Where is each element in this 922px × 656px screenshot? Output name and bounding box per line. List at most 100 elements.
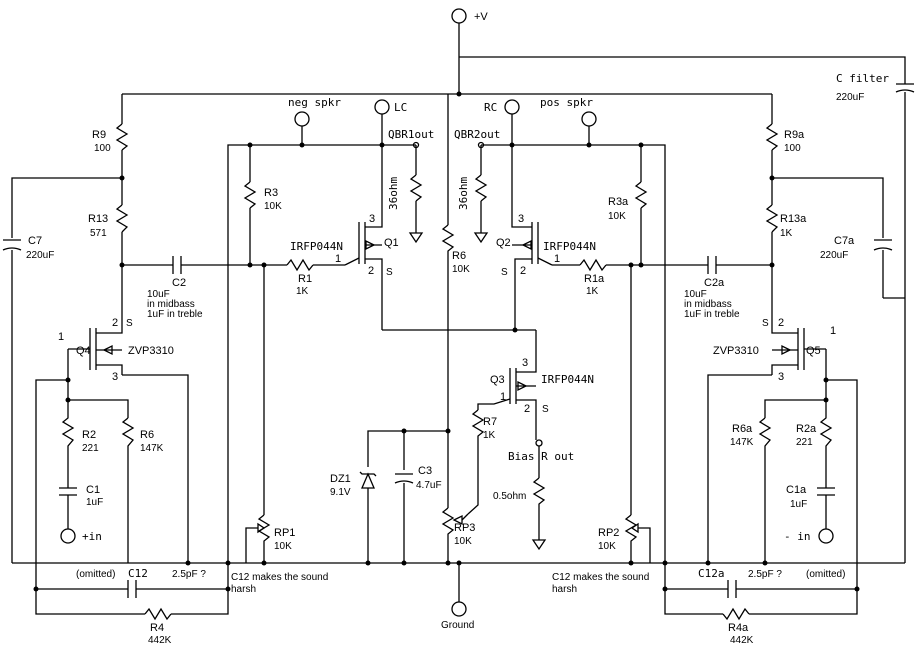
svg-text:- in: - in <box>784 530 811 543</box>
svg-text:R4a: R4a <box>728 622 749 634</box>
svg-text:QBR2out: QBR2out <box>454 128 500 141</box>
svg-text:C12 makes the sound: C12 makes the sound <box>231 572 328 583</box>
vplus-terminal: +V <box>451 8 488 94</box>
c12-capacitor: C12 2.5pF ? (omitted) C12 makes the soun… <box>76 563 328 598</box>
svg-text:100: 100 <box>94 143 111 154</box>
svg-text:1K: 1K <box>483 430 496 441</box>
svg-text:R1: R1 <box>298 273 312 285</box>
svg-text:ZVP3310: ZVP3310 <box>128 345 174 357</box>
c12a-capacitor: C12a 2.5pF ? (omitted) C12 makes the sou… <box>552 563 845 598</box>
svg-text:C12a: C12a <box>698 567 725 580</box>
svg-text:2.5pF ?: 2.5pF ? <box>172 569 206 580</box>
svg-text:R13a: R13a <box>780 213 807 225</box>
svg-text:C7: C7 <box>28 235 42 247</box>
svg-text:1: 1 <box>58 331 64 343</box>
svg-text:R13: R13 <box>88 213 108 225</box>
ground-terminal: Ground <box>441 563 474 631</box>
svg-text:C12: C12 <box>128 567 148 580</box>
svg-text:220uF: 220uF <box>820 250 848 261</box>
q3-transistor: 3 2 S 1 Q3 IRFP044N <box>477 357 594 420</box>
svg-text:571: 571 <box>90 228 107 239</box>
dz1-zener: DZ1 9.1V <box>330 471 377 563</box>
svg-text:neg spkr: neg spkr <box>288 96 341 109</box>
svg-text:S: S <box>126 318 133 329</box>
r13-resistor: R13 571 <box>88 204 129 323</box>
c2-capacitor: C2 10uF in midbass 1uF in treble <box>147 256 287 320</box>
svg-text:220uF: 220uF <box>836 92 864 103</box>
svg-text:Q5: Q5 <box>806 345 821 357</box>
svg-text:442K: 442K <box>148 635 172 646</box>
svg-text:1: 1 <box>335 253 341 265</box>
svg-text:3: 3 <box>522 357 528 369</box>
svg-text:10uF: 10uF <box>147 289 170 300</box>
svg-text:R9a: R9a <box>784 129 805 141</box>
c7-capacitor: C7 220uF <box>2 235 54 563</box>
svg-text:C1a: C1a <box>786 484 807 496</box>
svg-text:+in: +in <box>82 530 102 543</box>
svg-text:C filter: C filter <box>836 72 889 85</box>
c2a-capacitor: C2a 10uF in midbass 1uF in treble <box>684 256 772 320</box>
svg-text:3: 3 <box>518 213 524 225</box>
svg-text:S: S <box>501 267 508 278</box>
svg-text:2: 2 <box>778 317 784 329</box>
svg-text:C7a: C7a <box>834 235 855 247</box>
svg-text:36ohm: 36ohm <box>387 177 400 210</box>
bias-resistor: 0.5ohm <box>493 446 547 551</box>
r1a-resistor: R1a 1K <box>579 258 708 297</box>
cfilter-capacitor: C filter 220uF <box>836 72 915 298</box>
svg-text:221: 221 <box>796 437 813 448</box>
r3-resistor: R3 10K <box>243 145 282 265</box>
svg-text:S: S <box>542 404 549 415</box>
svg-text:1K: 1K <box>586 286 599 297</box>
svg-text:RP1: RP1 <box>274 527 295 539</box>
svg-text:R3: R3 <box>264 187 278 199</box>
svg-text:Q1: Q1 <box>384 237 399 249</box>
svg-text:pos spkr: pos spkr <box>540 96 593 109</box>
svg-text:1uF in treble: 1uF in treble <box>147 309 203 320</box>
r6-left-resistor: R6 147K <box>121 417 164 563</box>
svg-text:(omitted): (omitted) <box>806 569 845 580</box>
svg-text:RC: RC <box>484 101 497 114</box>
r36-left-resistor: 36ohm <box>387 145 424 244</box>
svg-text:Q2: Q2 <box>496 237 511 249</box>
svg-text:C2: C2 <box>172 277 186 289</box>
vplus-to-cfilter-wire <box>459 56 906 84</box>
svg-text:221: 221 <box>82 443 99 454</box>
svg-text:3: 3 <box>778 371 784 383</box>
svg-text:R6: R6 <box>140 429 154 441</box>
svg-text:+V: +V <box>474 11 488 23</box>
svg-text:RP2: RP2 <box>598 527 619 539</box>
r6a-resistor: R6a 147K <box>730 417 772 563</box>
r2a-resistor: R2a 221 <box>796 400 833 488</box>
r4-resistor: R4 442K <box>144 589 229 646</box>
r9a-resistor: R9a 100 <box>765 94 805 205</box>
negative-input-terminal: - in <box>784 528 834 544</box>
c1a-capacitor: C1a 1uF <box>786 484 835 529</box>
q2-transistor: 3 2 S 1 IRFP044N Q2 <box>496 145 596 278</box>
svg-text:S: S <box>762 318 769 329</box>
svg-text:10K: 10K <box>598 541 616 552</box>
svg-text:DZ1: DZ1 <box>330 473 351 485</box>
r2-resistor: R2 221 <box>61 400 99 488</box>
c3-capacitor: C3 4.7uF <box>394 431 442 563</box>
svg-text:QBR1out: QBR1out <box>388 128 434 141</box>
svg-text:C1: C1 <box>86 484 100 496</box>
svg-text:S: S <box>386 267 393 278</box>
svg-text:10K: 10K <box>274 541 292 552</box>
svg-text:LC: LC <box>394 101 407 114</box>
svg-text:R9: R9 <box>92 129 106 141</box>
svg-text:3: 3 <box>112 371 118 383</box>
svg-text:R3a: R3a <box>608 196 629 208</box>
svg-text:Q4: Q4 <box>76 345 91 357</box>
r4a-resistor: R4a 442K <box>664 589 754 646</box>
r9-resistor: R9 100 <box>92 94 129 205</box>
svg-text:10K: 10K <box>454 536 472 547</box>
svg-text:R2a: R2a <box>796 423 817 435</box>
q4-transistor: 1 2 S 3 Q4 ZVP3310 <box>58 317 174 383</box>
svg-text:R4: R4 <box>150 622 164 634</box>
r3a-resistor: R3a 10K <box>608 145 648 265</box>
svg-text:10K: 10K <box>608 211 626 222</box>
svg-text:in midbass: in midbass <box>684 299 732 310</box>
svg-text:harsh: harsh <box>552 584 577 595</box>
